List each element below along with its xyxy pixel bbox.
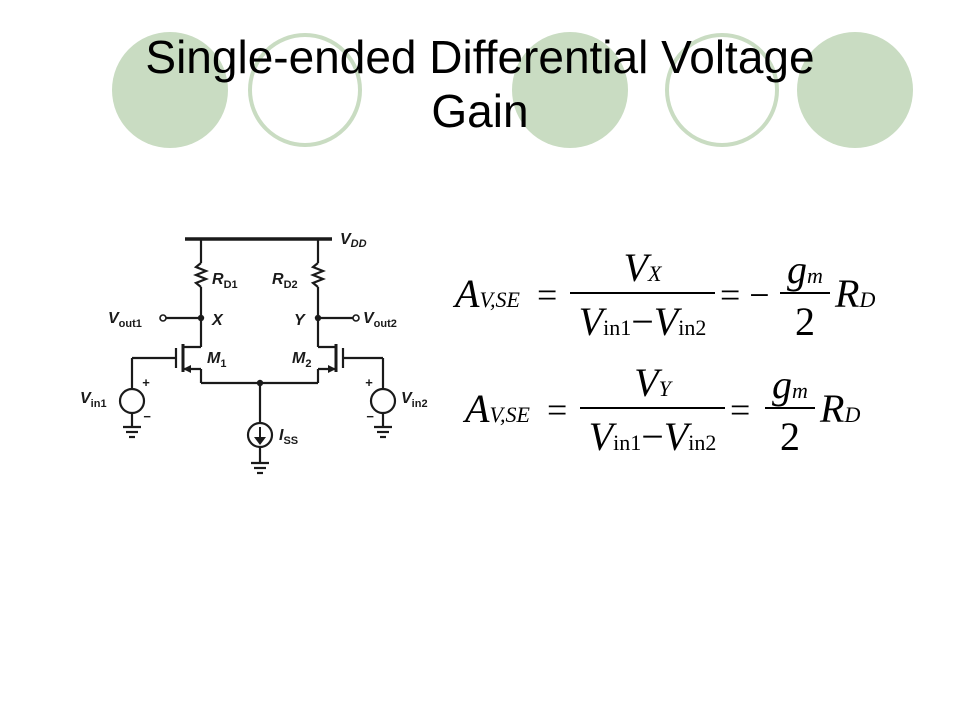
decor-circle-outline-2 [665, 33, 779, 147]
eq1-fraction: VX Vin1−Vin2 [570, 240, 715, 350]
vout2-terminal [352, 314, 360, 322]
label-vin1-plus: + [142, 375, 150, 390]
node-x [197, 314, 205, 322]
label-vin2-plus: + [365, 375, 373, 390]
label-vin2: Vin2 [401, 390, 428, 410]
eq1-equals-negative: = − [720, 275, 770, 315]
eq2-fraction: VY Vin1−Vin2 [580, 355, 725, 465]
eq2-two: 2 [780, 414, 800, 459]
label-vin1: Vin1 [80, 390, 107, 410]
eq2-equals-2: = [730, 390, 751, 430]
equation-single-ended-gain-x: AV,SE = VX Vin1−Vin2 = − gm 2 RD [455, 240, 895, 350]
slide-title-line2: Gain [431, 85, 529, 137]
m2-source-arrow [328, 365, 336, 373]
slide-title: Single-ended Differential Voltage Gain [80, 30, 880, 138]
label-vout2: Vout2 [363, 310, 397, 330]
eq1-gm: gm [787, 247, 823, 292]
eq1-rd: RD [835, 271, 876, 316]
label-rd2: RD2 [272, 271, 298, 291]
eq2-equals: = [547, 390, 568, 430]
ground-symbol-vin2 [374, 425, 392, 439]
decor-circle-filled-3 [797, 32, 913, 148]
label-vin1-minus: − [143, 409, 151, 424]
equation-single-ended-gain-y: AV,SE = VY Vin1−Vin2 = gm 2 RD [465, 355, 885, 465]
vout1-terminal [159, 314, 167, 322]
label-vdd: VDD [340, 231, 367, 250]
differential-pair-circuit: VDD RD1 RD2 Vout1 Vout2 X Y M1 M2 Vin1 V… [80, 231, 428, 475]
rd1-resistor [193, 262, 209, 288]
eq1-fraction-bar [570, 292, 715, 294]
slide-title-line1: Single-ended Differential Voltage [145, 31, 815, 83]
decor-circle-filled-1 [112, 32, 228, 148]
eq1-gm-fraction: gm 2 [780, 240, 830, 350]
ground-symbol-iss [251, 461, 269, 475]
label-rd1: RD1 [212, 271, 238, 291]
rd2-resistor [310, 262, 326, 288]
eq2-lhs: AV,SE [465, 386, 530, 431]
ground-symbol-vin1 [123, 425, 141, 439]
eq1-lhs: AV,SE [455, 271, 520, 316]
eq2-gm-bar [765, 407, 815, 409]
label-y: Y [294, 312, 306, 329]
eq1-equals: = [537, 275, 558, 315]
eq1-gm-bar [780, 292, 830, 294]
label-x: X [211, 312, 224, 329]
node-y [314, 314, 322, 322]
vin1-source [118, 387, 146, 415]
eq1-denominator: Vin1−Vin2 [578, 299, 707, 344]
eq2-numerator: VY [634, 360, 671, 405]
eq2-fraction-bar [580, 407, 725, 409]
label-m1: M1 [207, 350, 226, 370]
label-vin2-minus: − [366, 409, 374, 424]
eq2-denominator: Vin1−Vin2 [588, 414, 717, 459]
label-vout1: Vout1 [108, 310, 142, 330]
label-m2: M2 [292, 350, 311, 370]
eq1-two: 2 [795, 299, 815, 344]
node-tail [256, 379, 264, 387]
eq2-gm: gm [772, 362, 808, 407]
eq1-numerator: VX [623, 245, 662, 290]
eq2-rd: RD [820, 386, 861, 431]
eq2-gm-fraction: gm 2 [765, 355, 815, 465]
decor-circle-outline-1 [248, 33, 362, 147]
iss-arrow [254, 427, 266, 445]
m1-source-arrow [183, 365, 191, 373]
label-iss: ISS [279, 427, 298, 447]
decor-circle-filled-2 [512, 32, 628, 148]
vin2-source [369, 387, 397, 415]
